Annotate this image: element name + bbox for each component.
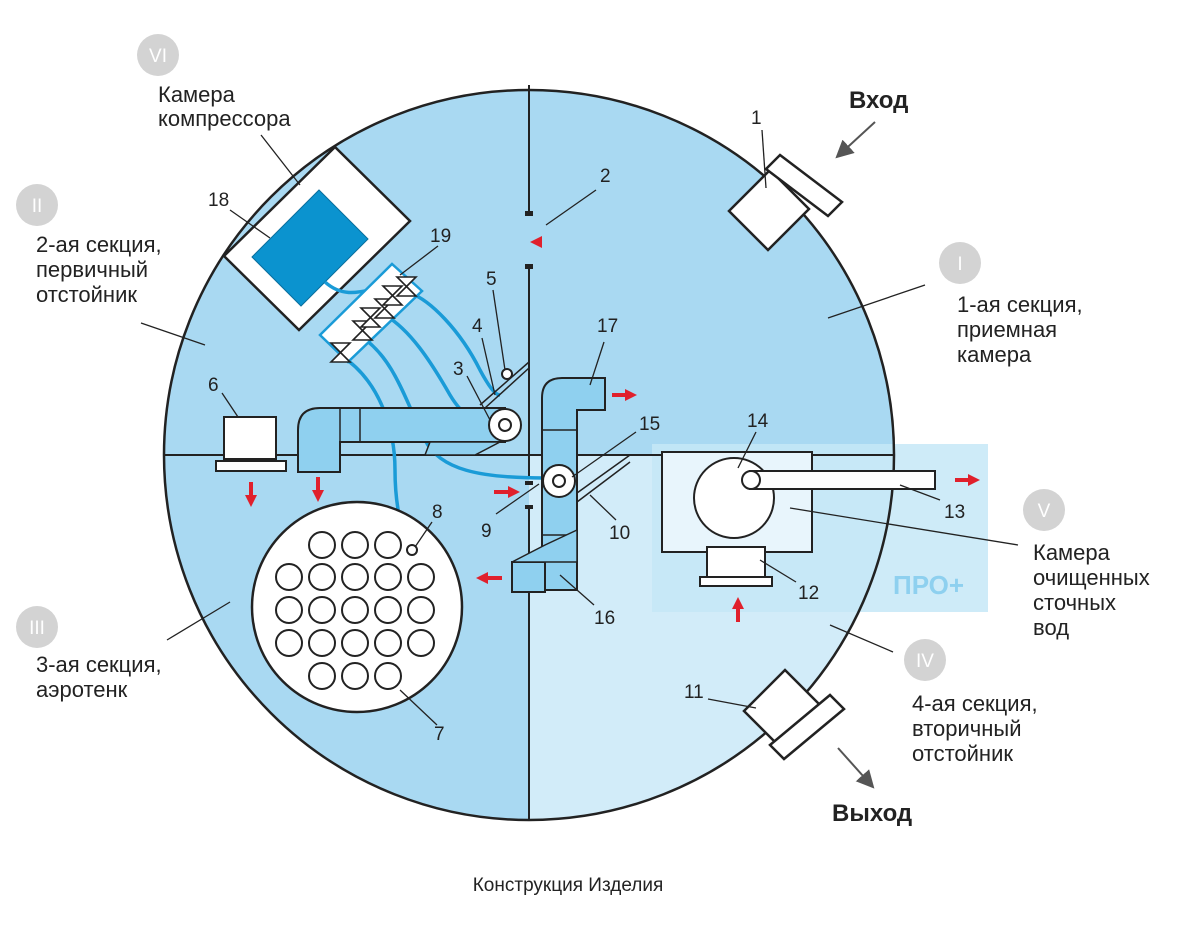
label-section-vi-line2: компрессора xyxy=(158,106,291,131)
callout-13: 13 xyxy=(944,502,965,523)
svg-text:IV: IV xyxy=(916,651,934,672)
airlift-pipe-ii xyxy=(297,361,530,473)
callout-6: 6 xyxy=(208,375,219,396)
callout-4: 4 xyxy=(472,316,483,337)
flow-arrow xyxy=(530,236,542,248)
label-section-iv-line1: 4-ая секция, xyxy=(912,691,1038,716)
callout-numbers: 1 2 3 4 5 6 7 8 9 10 11 12 13 14 15 16 1… xyxy=(208,108,965,745)
label-section-v-line1: Камера xyxy=(1033,540,1111,565)
callout-15: 15 xyxy=(639,414,660,435)
callout-17: 17 xyxy=(597,316,618,337)
label-section-v-line3: сточных xyxy=(1033,590,1116,615)
label-section-iv-line3: отстойник xyxy=(912,741,1013,766)
flow-arrow xyxy=(732,597,744,609)
callout-2: 2 xyxy=(600,166,611,187)
label-section-ii-line3: отстойник xyxy=(36,282,137,307)
flow-arrow xyxy=(476,572,488,584)
callout-8: 8 xyxy=(432,502,443,523)
flow-arrow xyxy=(968,474,980,486)
flow-arrows xyxy=(245,236,980,622)
pro-badge-text: ПРО+ xyxy=(893,570,964,600)
flow-arrow xyxy=(312,490,324,502)
svg-text:II: II xyxy=(32,196,43,217)
flow-arrow xyxy=(245,495,257,507)
label-section-iv-line2: вторичный xyxy=(912,716,1022,741)
label-section-i-line1: 1-ая секция, xyxy=(957,292,1083,317)
section-labels: Камера компрессора 2-ая секция, первичны… xyxy=(36,82,1150,827)
callout-12: 12 xyxy=(798,583,819,604)
airlift-pipe-central xyxy=(511,377,631,593)
svg-text:III: III xyxy=(29,618,45,639)
label-section-vi-line1: Камера xyxy=(158,82,236,107)
label-section-ii-line2: первичный xyxy=(36,257,148,282)
treated-water-chamber xyxy=(661,451,936,587)
diagram-title: Конструкция Изделия xyxy=(473,875,664,896)
aeration-disc xyxy=(250,500,464,714)
callout-9: 9 xyxy=(481,521,492,542)
io-arrows xyxy=(835,121,876,789)
callout-11: 11 xyxy=(684,682,704,703)
callout-19: 19 xyxy=(430,226,451,247)
outlet-pipe xyxy=(742,668,846,761)
inlet-pipe xyxy=(727,153,844,252)
callout-16: 16 xyxy=(594,608,615,629)
callout-18: 18 xyxy=(208,190,229,211)
svg-text:VI: VI xyxy=(149,46,167,67)
valve-block xyxy=(318,262,424,364)
callout-5: 5 xyxy=(486,269,497,290)
label-section-iii-line1: 3-ая секция, xyxy=(36,652,162,677)
badge-v: V xyxy=(1023,489,1065,531)
svg-text:I: I xyxy=(957,254,962,275)
callout-1: 1 xyxy=(751,108,762,129)
badge-iii: III xyxy=(16,606,58,648)
badge-iv: IV xyxy=(904,639,946,681)
flow-arrow xyxy=(625,389,637,401)
callout-7: 7 xyxy=(434,724,445,745)
callout-3: 3 xyxy=(453,359,464,380)
badge-ii: II xyxy=(16,184,58,226)
badge-vi: VI xyxy=(137,34,179,76)
label-section-i-line3: камера xyxy=(957,342,1032,367)
section-badges: VI II I V III IV xyxy=(16,34,1065,681)
label-output: Выход xyxy=(832,800,912,827)
leader-lines xyxy=(140,129,1019,726)
label-input: Вход xyxy=(849,87,908,114)
label-section-ii-line1: 2-ая секция, xyxy=(36,232,162,257)
flow-arrow xyxy=(508,486,520,498)
badge-i: I xyxy=(939,242,981,284)
label-section-v-line2: очищенных xyxy=(1033,565,1150,590)
callout-10: 10 xyxy=(609,523,630,544)
label-section-i-line2: приемная xyxy=(957,317,1057,342)
pump-6 xyxy=(215,416,287,472)
label-section-v-line4: вод xyxy=(1033,615,1069,640)
svg-text:V: V xyxy=(1038,501,1051,522)
callout-14: 14 xyxy=(747,411,769,432)
label-section-iii-line2: аэротенк xyxy=(36,677,128,702)
